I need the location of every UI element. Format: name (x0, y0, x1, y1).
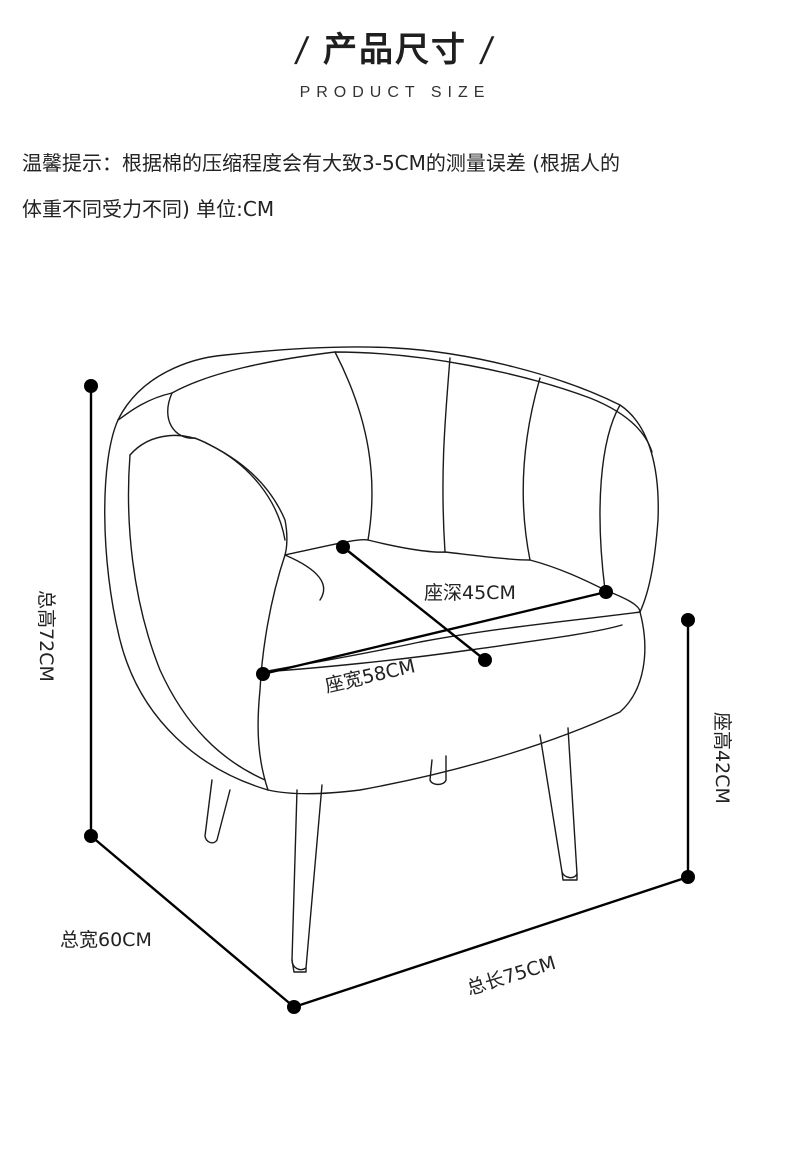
dimension-dots (84, 379, 695, 1014)
seat-depth-line (342, 546, 486, 661)
dot-right-corner (681, 870, 695, 884)
notice-line-1: 温馨提示：根据棉的压缩程度会有大致3-5CM的测量误差 (根据人的 (22, 151, 621, 175)
dot-total-height-bottom (84, 829, 98, 843)
page-subtitle: PRODUCT SIZE (299, 84, 491, 101)
notice-line-2: 体重不同受力不同) 单位:CM (22, 197, 275, 221)
dimension-lines (89, 386, 690, 1009)
seat-width-line (262, 590, 607, 676)
label-seat-height: 座高42CM (711, 712, 733, 804)
label-total-height: 总高72CM (35, 590, 57, 682)
total-width-line (90, 835, 295, 1008)
dot-seat-height-top (681, 613, 695, 627)
title-text: 产品尺寸 (323, 30, 467, 70)
measurement-notice: 温馨提示：根据棉的压缩程度会有大致3-5CM的测量误差 (根据人的 体重不同受力… (22, 140, 762, 232)
label-seat-depth: 座深45CM (424, 582, 516, 604)
dot-front-corner (287, 1000, 301, 1014)
dot-total-height-top (84, 379, 98, 393)
label-total-width: 总宽60CM (60, 929, 152, 951)
page-title: /产品尺寸/ (0, 22, 790, 71)
dot-seat-depth-front (478, 653, 492, 667)
total-length-line (293, 875, 689, 1009)
dot-seat-width-right (599, 585, 613, 599)
dot-seat-depth-back (336, 540, 350, 554)
chair-outline (104, 346, 659, 973)
dot-seat-width-left (256, 667, 270, 681)
